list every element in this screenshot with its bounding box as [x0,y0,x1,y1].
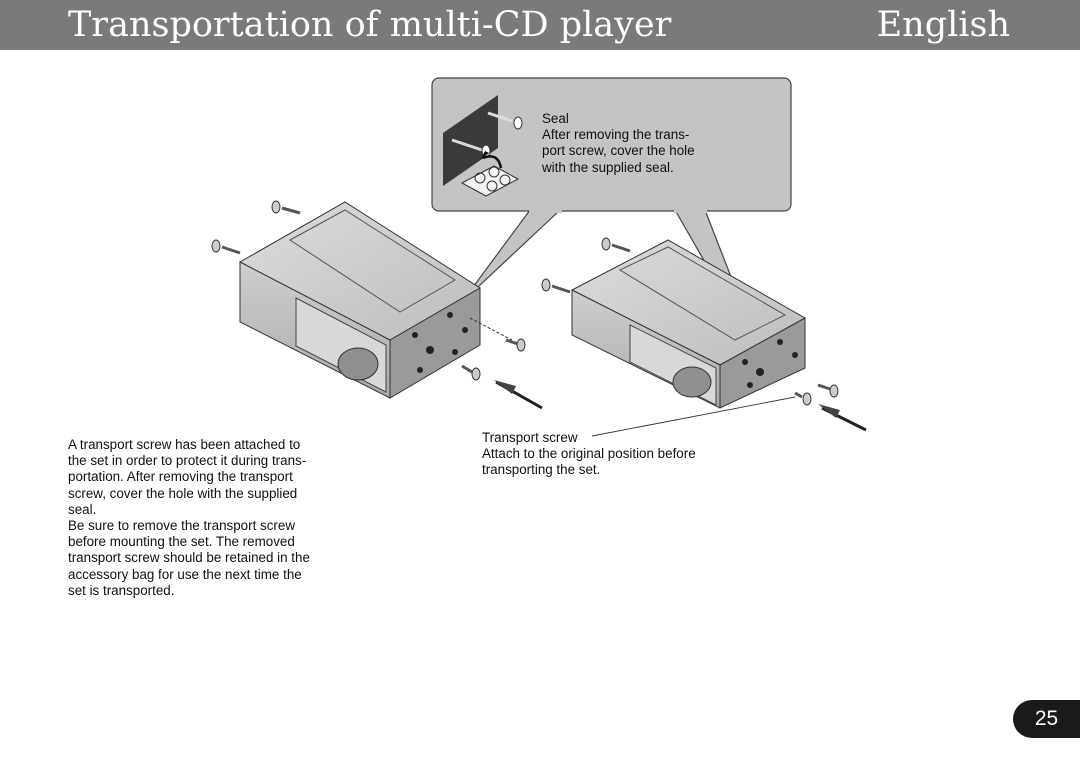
page-number-badge: 25 [1013,700,1080,738]
paragraph-line: transport screw should be retained in th… [68,550,310,566]
callout-line: After removing the trans- [542,127,690,143]
transport-screw-label: Transport screw [482,430,578,445]
paragraph-line: the set in order to protect it during tr… [68,453,307,469]
seal-detail-icon [443,95,523,197]
page-header: Transportation of multi-CD player Englis… [0,0,1080,50]
paragraph-line: accessory bag for use the next time the [68,566,302,582]
instructions-paragraph: A transport screw has been attached to t… [68,437,358,599]
seal-heading: Seal [542,111,569,126]
paragraph-line: A transport screw has been attached to [68,437,301,452]
page-title: Transportation of multi-CD player [68,5,672,45]
callout-line: with the supplied seal. [542,159,674,175]
caption-line: transporting the set. [482,462,601,478]
screws-right [541,237,867,437]
paragraph-line: seal. [68,501,97,517]
paragraph-line: set is transported. [68,582,175,598]
callout-line: port screw, cover the hole [542,143,695,159]
caption-line: Attach to the original position before [482,446,696,462]
transport-screw-caption: Transport screw Attach to the original p… [482,430,752,479]
seal-callout-text: Seal After removing the trans- port scre… [542,111,732,176]
cd-changer-right-drawing [570,239,807,409]
cd-changer-left-drawing [238,201,481,399]
paragraph-line: Be sure to remove the transport screw [68,518,295,534]
paragraph-line: portation. After removing the transport [68,469,293,485]
paragraph-line: screw, cover the hole with the supplied [68,485,298,501]
screws-left [211,200,543,410]
language-label: English [876,5,1010,45]
paragraph-line: before mounting the set. The removed [68,534,295,550]
